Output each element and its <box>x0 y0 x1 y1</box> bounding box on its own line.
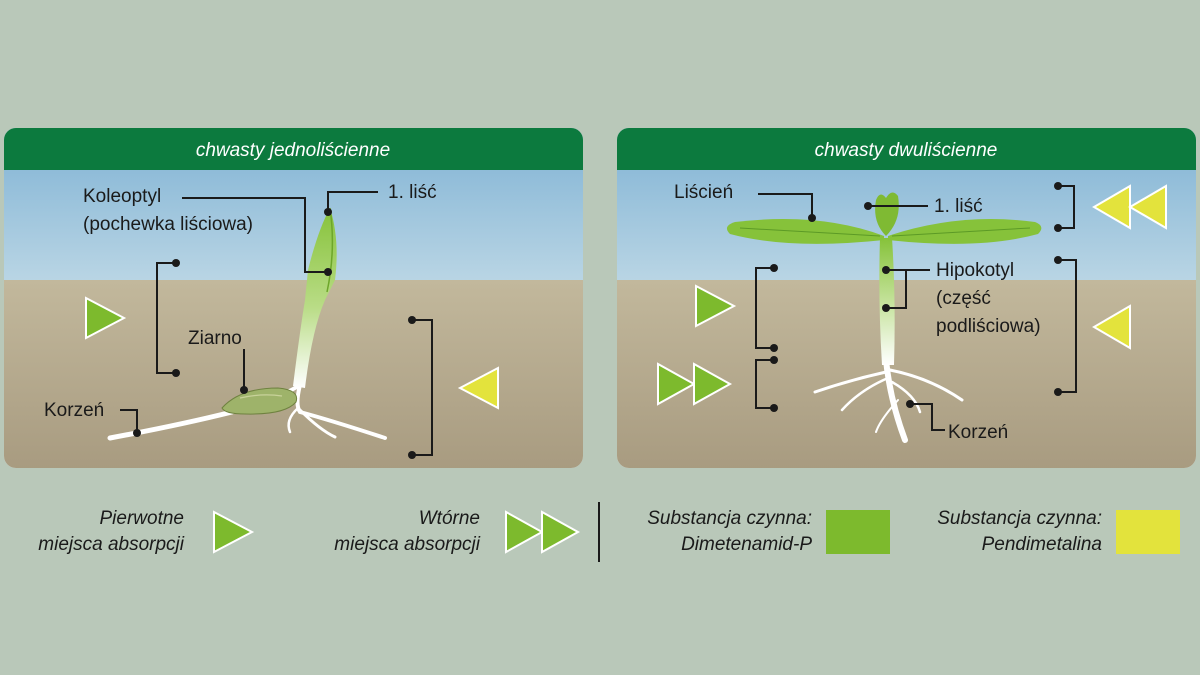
panel-header-monocot: chwasty jednoliścienne <box>196 140 390 161</box>
legend-secondary-triangle-icon <box>505 510 545 554</box>
dicot-callouts <box>755 182 1077 431</box>
label-hypocotyl: Hipokotyl <box>936 260 1014 281</box>
legend-substance-b-label: Substancja czynna: <box>937 508 1102 529</box>
secondary-green-triangle-icon <box>693 362 733 406</box>
label-first-leaf: 1. liść <box>388 182 437 203</box>
legend-green-swatch <box>826 510 890 554</box>
panel-header-bg <box>4 128 583 170</box>
panel-monocot: chwasty jednoliścienne <box>4 128 583 468</box>
secondary-yellow-triangle-icon <box>1128 184 1167 230</box>
label-koleoptyl-sub: (pochewka liściowa) <box>83 214 253 235</box>
first-leaf-bud <box>875 192 899 236</box>
monocot-shoot <box>293 208 337 388</box>
label-koleoptyl: Koleoptyl <box>83 186 161 207</box>
label-cotyledon: Liścień <box>674 182 733 203</box>
label-root: Korzeń <box>948 422 1008 443</box>
legend: Pierwotne miejsca absorpcji Wtórne miejs… <box>38 502 1180 562</box>
label-first-leaf: 1. liść <box>934 196 983 217</box>
label-hypocotyl-sub: (część <box>936 288 991 309</box>
legend-substance-b-name: Pendimetalina <box>982 534 1102 555</box>
secondary-green-triangle-icon <box>657 362 697 406</box>
legend-secondary-label: Wtórne <box>419 508 480 529</box>
label-seed: Ziarno <box>188 328 242 349</box>
legend-secondary-label-2: miejsca absorpcji <box>334 534 480 555</box>
legend-secondary-triangle-icon <box>541 510 581 554</box>
monocot-callouts <box>120 191 433 459</box>
seed-shape <box>221 387 298 415</box>
primary-green-triangle-icon <box>85 296 127 340</box>
legend-yellow-swatch <box>1116 510 1180 554</box>
primary-green-triangle-icon <box>695 284 737 328</box>
panel-header-dicot: chwasty dwuliścienne <box>815 140 998 161</box>
primary-yellow-triangle-icon <box>457 366 499 410</box>
label-root: Korzeń <box>44 400 104 421</box>
legend-substance-a-label: Substancja czynna: <box>647 508 812 529</box>
legend-primary-label: Pierwotne <box>100 508 185 529</box>
hypocotyl-stem <box>879 238 895 365</box>
panel-dicot: chwasty dwuliścienne <box>617 128 1196 468</box>
legend-substance-a-name: Dimetenamid-P <box>681 534 812 555</box>
panel-header-bg <box>617 128 1196 170</box>
primary-yellow-triangle-icon <box>1092 304 1131 350</box>
legend-primary-triangle-icon <box>213 510 255 554</box>
legend-primary-label-2: miejsca absorpcji <box>38 534 184 555</box>
label-hypocotyl-sub2: podliściowa) <box>936 316 1041 337</box>
dicot-roots <box>813 357 964 443</box>
